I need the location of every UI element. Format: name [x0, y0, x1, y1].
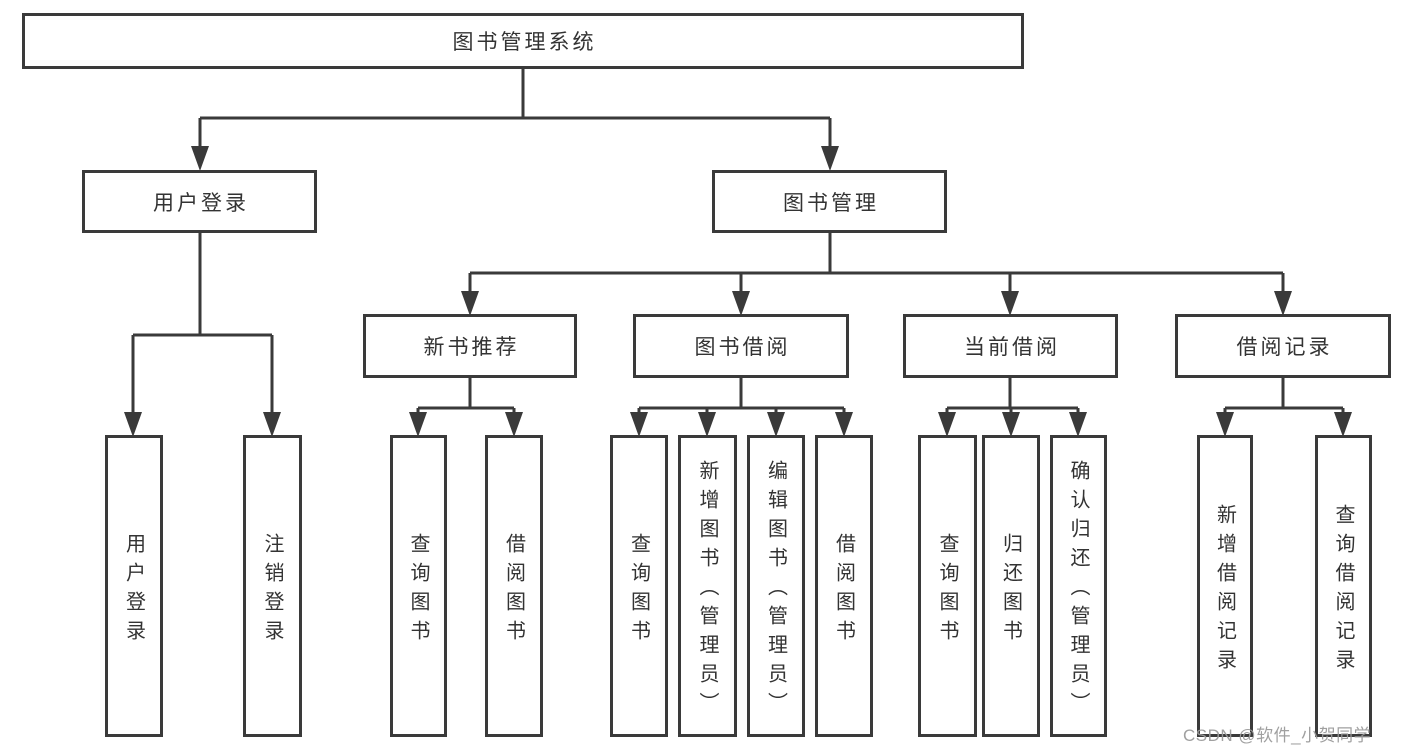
leaf-query-books-current-label: 查询图书 — [936, 532, 958, 649]
leaf-query-books-current: 查询图书 — [918, 435, 977, 737]
leaf-add-books-admin: 新增图书（管理员） — [678, 435, 737, 737]
node-book-borrowing-label: 图书借阅 — [694, 336, 791, 359]
leaf-confirm-return-admin: 确认归还（管理员） — [1050, 435, 1107, 737]
leaf-add-books-admin-label: 新增图书（管理员） — [696, 460, 718, 721]
leaf-confirm-return-admin-label: 确认归还（管理员） — [1067, 460, 1089, 721]
node-book-management-label: 图书管理 — [783, 191, 879, 215]
leaf-query-books-recommend: 查询图书 — [390, 435, 447, 737]
node-library-system-label: 图书管理系统 — [452, 31, 597, 54]
node-user-login-label: 用户登录 — [153, 191, 249, 215]
leaf-borrow-books-recommend: 借阅图书 — [485, 435, 543, 737]
arrowheads — [124, 146, 1352, 437]
leaf-query-books-borrow-label: 查询图书 — [627, 532, 650, 649]
node-current-borrowing: 当前借阅 — [903, 314, 1118, 378]
leaf-add-borrow-record-label: 新增借阅记录 — [1213, 503, 1236, 678]
leaf-return-books-label: 归还图书 — [999, 532, 1022, 649]
node-borrowing-records: 借阅记录 — [1175, 314, 1391, 378]
leaf-logout: 注销登录 — [243, 435, 302, 737]
node-book-borrowing: 图书借阅 — [633, 314, 849, 378]
leaf-query-borrow-record-label: 查询借阅记录 — [1332, 503, 1354, 678]
leaf-query-books-recommend-label: 查询图书 — [407, 532, 429, 649]
leaf-add-borrow-record: 新增借阅记录 — [1197, 435, 1253, 737]
node-new-book-recommend: 新书推荐 — [363, 314, 577, 378]
leaf-query-books-borrow: 查询图书 — [610, 435, 668, 737]
leaf-return-books: 归还图书 — [982, 435, 1040, 737]
node-user-login: 用户登录 — [82, 170, 317, 233]
leaf-query-borrow-record: 查询借阅记录 — [1315, 435, 1372, 737]
csdn-watermark: CSDN @软件_小贺同学 — [1183, 726, 1372, 745]
node-library-system: 图书管理系统 — [22, 13, 1024, 69]
node-borrowing-records-label: 借阅记录 — [1236, 336, 1333, 359]
leaf-user-login-label: 用户登录 — [122, 532, 145, 649]
leaf-borrow-books-label: 借阅图书 — [832, 532, 855, 649]
node-book-management: 图书管理 — [712, 170, 947, 233]
leaf-logout-label: 注销登录 — [261, 532, 283, 649]
leaf-edit-books-admin: 编辑图书（管理员） — [747, 435, 805, 737]
leaf-edit-books-admin-label: 编辑图书（管理员） — [764, 460, 787, 721]
leaf-user-login: 用户登录 — [105, 435, 163, 737]
node-new-book-recommend-label: 新书推荐 — [423, 336, 520, 359]
leaf-borrow-books-recommend-label: 借阅图书 — [502, 532, 525, 649]
leaf-borrow-books: 借阅图书 — [815, 435, 873, 737]
node-current-borrowing-label: 当前借阅 — [964, 336, 1060, 359]
